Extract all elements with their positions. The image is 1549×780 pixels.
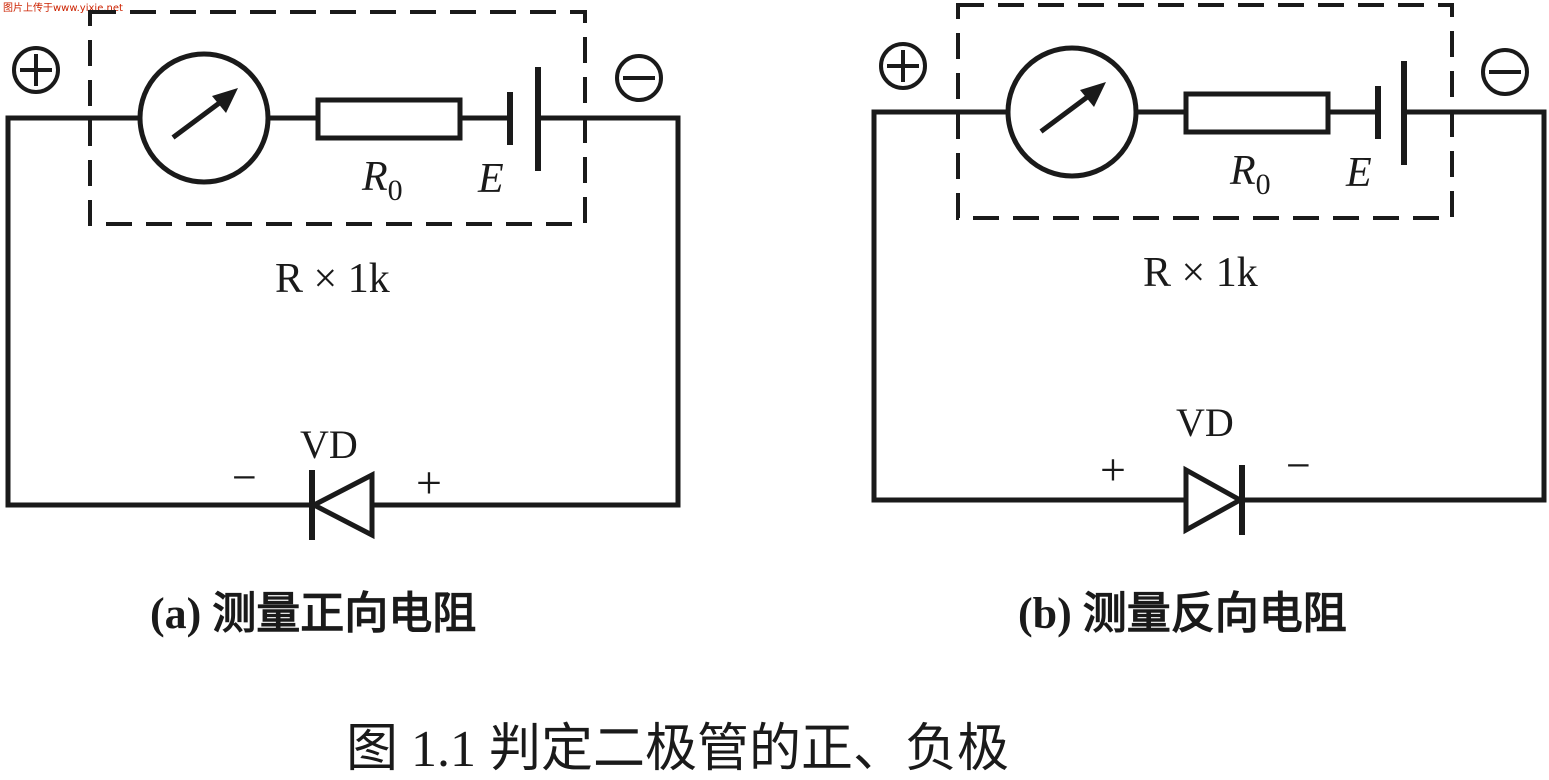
diode-label-b: VD xyxy=(1176,400,1234,445)
minus-sign-b: − xyxy=(1286,441,1311,490)
panel-b-caption: (b) 测量反向电阻 xyxy=(1018,589,1347,638)
minus-sign-a: − xyxy=(232,453,257,502)
r0-label-b: R0 xyxy=(1229,148,1271,201)
r0-label-a: R0 xyxy=(361,154,403,207)
positive-terminal-b xyxy=(879,42,927,90)
plus-sign-b: + xyxy=(1100,444,1126,495)
plus-sign-a: + xyxy=(416,457,442,508)
resistor-a xyxy=(315,97,463,141)
negative-terminal-b xyxy=(1481,48,1529,96)
panel-b: R0 E R × 1k VD + − (b) 测量反向电阻 xyxy=(871,3,1547,638)
figure-caption: 图 1.1 判定二极管的正、负极 xyxy=(346,721,1009,778)
e-label-a: E xyxy=(477,156,504,202)
battery-a xyxy=(507,67,541,171)
resistor-b xyxy=(1183,91,1331,135)
panel-a-caption: (a) 测量正向电阻 xyxy=(150,589,476,638)
wire-left-b xyxy=(871,109,1185,503)
range-label-b: R × 1k xyxy=(1143,250,1258,296)
e-label-b: E xyxy=(1345,150,1372,196)
diode-b xyxy=(1183,465,1246,535)
meter-icon-b xyxy=(1005,45,1139,179)
diode-a xyxy=(308,470,375,540)
meter-icon-a xyxy=(137,51,271,185)
diode-label-a: VD xyxy=(300,422,358,467)
range-label-a: R × 1k xyxy=(275,256,390,302)
wire-right-b xyxy=(1241,109,1547,503)
positive-terminal-a xyxy=(12,46,60,94)
wire-right-a xyxy=(369,115,681,508)
negative-terminal-a xyxy=(615,54,663,102)
wire-left-a xyxy=(5,115,313,508)
panel-a: R0 E R × 1k VD − + (a) 测量正向电阻 xyxy=(5,10,681,638)
battery-b xyxy=(1375,61,1407,165)
